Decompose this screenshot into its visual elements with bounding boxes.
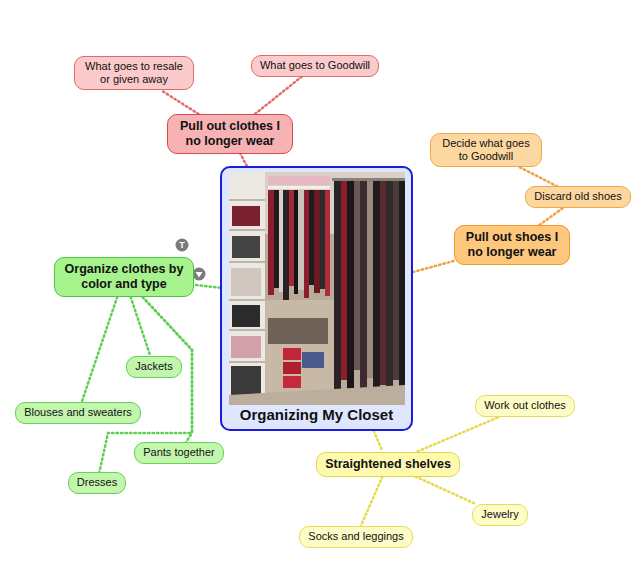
branch-connector	[131, 297, 151, 356]
node-text: What goes to Goodwill	[260, 59, 370, 72]
branch-connector	[194, 285, 220, 288]
leaf-node: Discard old shoes	[525, 186, 630, 207]
center-ground	[220, 166, 413, 431]
node-text: Pull out shoes I no longer wear	[463, 230, 561, 260]
node-text: Dresses	[77, 476, 117, 489]
node-text: Pants together	[143, 446, 215, 459]
text-icon	[176, 239, 189, 252]
branch-node: Organize clothes by color and type	[54, 257, 194, 297]
leaf-node: Dresses	[68, 472, 126, 493]
leaf-node: Socks and leggings	[299, 526, 412, 547]
node-text: Socks and leggings	[308, 530, 403, 543]
node-text: Discard old shoes	[534, 190, 621, 203]
branch-node: Pull out shoes I no longer wear	[454, 225, 570, 265]
branch-connector	[82, 297, 118, 402]
branch-connector	[415, 477, 476, 505]
node-text: Jackets	[135, 360, 172, 373]
branch-connector	[374, 431, 383, 452]
branch-node: Pull out clothes I no longer wear	[167, 114, 293, 154]
leaf-node: What goes to Goodwill	[251, 55, 379, 76]
branch-connector	[540, 208, 564, 225]
node-text: Decide what goes to Goodwill	[439, 137, 533, 163]
branch-connector	[418, 417, 500, 452]
node-text: What goes to resale or given away	[83, 60, 185, 86]
leaf-node: Pants together	[134, 442, 224, 463]
branch-connector	[413, 261, 454, 272]
leaf-node: Jackets	[126, 356, 181, 377]
branch-connector	[255, 77, 302, 114]
branch-connector	[241, 154, 247, 166]
node-text: Work out clothes	[484, 399, 566, 412]
branch-connector	[520, 167, 558, 186]
branch-node: Straightened shelves	[316, 452, 460, 477]
leaf-node: Work out clothes	[475, 395, 575, 416]
leaf-node: What goes to resale or given away	[74, 56, 194, 90]
central-node: Organizing My Closet	[220, 166, 413, 431]
leaf-node: Blouses and sweaters	[15, 402, 141, 423]
leaf-node: Jewelry	[472, 504, 527, 525]
leaf-node: Decide what goes to Goodwill	[430, 133, 542, 167]
node-text: Organizing My Closet	[228, 406, 405, 424]
node-text: Organize clothes by color and type	[63, 262, 185, 292]
node-text: Pull out clothes I no longer wear	[176, 119, 284, 149]
branch-connector	[161, 90, 198, 114]
node-text: Straightened shelves	[325, 457, 451, 472]
collapse-triangle	[196, 272, 203, 278]
branch-connector	[361, 477, 383, 527]
collapse-icon	[193, 268, 206, 281]
node-text: Blouses and sweaters	[24, 406, 132, 419]
closet-photo	[229, 172, 405, 405]
icon-letter: T	[179, 241, 185, 250]
node-text: Jewelry	[481, 508, 518, 521]
